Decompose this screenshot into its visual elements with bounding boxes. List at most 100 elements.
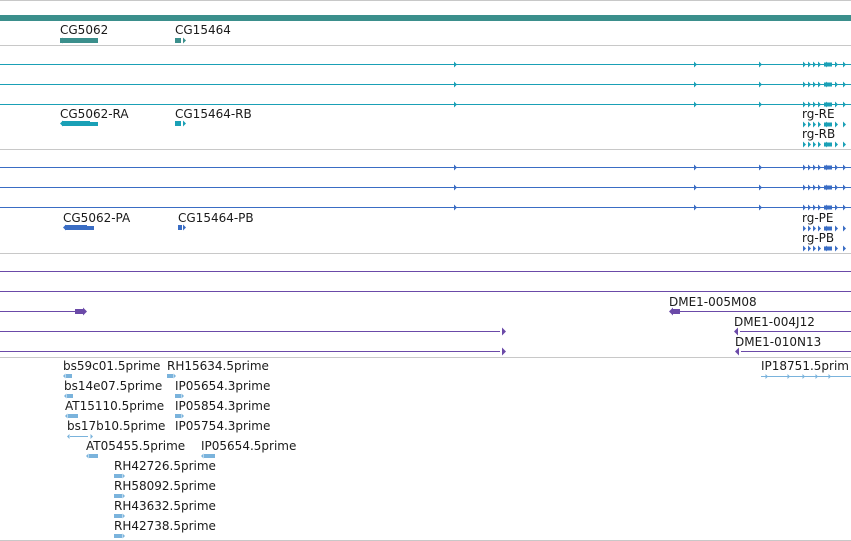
exon-arrow	[759, 101, 762, 108]
est-label[interactable]: RH42726.5prime	[114, 459, 216, 473]
transcript-glyph	[835, 141, 838, 148]
est-glyph	[828, 374, 831, 379]
transcript-glyph	[808, 141, 811, 148]
est-glyph	[765, 374, 768, 379]
clone-end-arrow	[734, 327, 738, 336]
est-glyph	[122, 533, 125, 539]
exon-arrow	[824, 102, 832, 107]
exon-arrow	[454, 204, 457, 211]
protein-glyph	[835, 225, 838, 232]
est-label[interactable]: IP05754.3prime	[175, 419, 271, 433]
transcript-glyph	[803, 121, 806, 128]
clone-label[interactable]: DME1-005M08	[669, 295, 757, 309]
gene-label[interactable]: CG15464	[175, 23, 231, 37]
clone-label[interactable]: DME1-010N13	[735, 335, 822, 349]
exon-arrow	[813, 61, 816, 68]
est-glyph	[122, 513, 125, 519]
exon-arrow	[808, 61, 811, 68]
transcript-glyph	[813, 141, 816, 148]
exon-arrow	[835, 184, 838, 191]
exon-arrow	[694, 204, 697, 211]
transcript-glyph	[843, 141, 846, 148]
est-glyph	[86, 453, 89, 459]
est-label[interactable]: AT15110.5prime	[65, 399, 165, 413]
exon-arrow	[818, 164, 821, 171]
exon-arrow	[813, 101, 816, 108]
est-label[interactable]: RH15634.5prime	[167, 359, 269, 373]
exon-arrow	[694, 184, 697, 191]
est-glyph	[64, 393, 67, 399]
protein-glyph	[63, 224, 66, 231]
exon-arrow	[759, 184, 762, 191]
exon-arrow	[818, 101, 821, 108]
protein-glyph	[813, 225, 816, 232]
protein-glyph	[818, 225, 821, 232]
est-label[interactable]: IP05654.5prime	[201, 439, 297, 453]
exon-arrow	[843, 61, 846, 68]
est-label[interactable]: RH43632.5prime	[114, 499, 216, 513]
protein-label[interactable]: rg-PE	[802, 211, 834, 225]
exon-arrow	[759, 204, 762, 211]
exon-arrow	[454, 184, 457, 191]
exon-arrow	[835, 164, 838, 171]
exon-arrow	[818, 184, 821, 191]
est-glyph	[181, 393, 184, 399]
est-label[interactable]: bs59c01.5prime	[63, 359, 161, 373]
transcript-glyph	[824, 122, 832, 127]
protein-glyph	[87, 226, 94, 230]
est-label[interactable]: RH58092.5prime	[114, 479, 216, 493]
exon-arrow	[824, 62, 832, 67]
clone-end-arrow	[75, 309, 83, 314]
exon-arrow	[813, 184, 816, 191]
protein-glyph	[835, 245, 838, 252]
est-glyph	[114, 534, 122, 538]
exon-arrow	[835, 61, 838, 68]
est-glyph	[175, 414, 181, 418]
exon-arrow	[818, 81, 821, 88]
est-label[interactable]: bs17b10.5prime	[67, 419, 166, 433]
exon-arrow	[843, 101, 846, 108]
clone-end-arrow	[83, 307, 87, 316]
est-label[interactable]: AT05455.5prime	[86, 439, 186, 453]
protein-glyph	[824, 226, 832, 231]
protein-label[interactable]: CG15464-PB	[178, 211, 254, 225]
est-label[interactable]: IP05854.3prime	[175, 399, 271, 413]
est-label[interactable]: IP05654.3prime	[175, 379, 271, 393]
est-glyph	[114, 494, 122, 498]
est-label[interactable]: IP18751.5prim	[761, 359, 849, 373]
exon-arrow	[843, 164, 846, 171]
transcript-label[interactable]: CG15464-RB	[175, 107, 252, 121]
protein-glyph	[808, 245, 811, 252]
est-label[interactable]: RH42738.5prime	[114, 519, 216, 533]
clone-label[interactable]: DME1-004J12	[734, 315, 815, 329]
clone-end-arrow	[672, 309, 680, 314]
est-glyph	[66, 374, 72, 378]
protein-label[interactable]: rg-PB	[802, 231, 835, 245]
exon-arrow	[843, 204, 846, 211]
transcript-glyph	[62, 121, 90, 126]
exon-arrow	[808, 164, 811, 171]
gene-label[interactable]: CG5062	[60, 23, 109, 37]
exon-arrow	[824, 205, 832, 210]
est-glyph	[114, 514, 122, 518]
transcript-label[interactable]: rg-RB	[802, 127, 836, 141]
protein-label[interactable]: CG5062-PA	[63, 211, 131, 225]
est-glyph	[175, 394, 181, 398]
protein-glyph	[824, 246, 832, 251]
protein-glyph	[803, 245, 806, 252]
protein-glyph	[178, 225, 182, 230]
transcript-glyph	[818, 121, 821, 128]
transcript-label[interactable]: CG5062-RA	[60, 107, 129, 121]
protein-glyph	[808, 225, 811, 232]
exon-arrow	[824, 82, 832, 87]
protein-glyph	[183, 224, 186, 231]
est-glyph	[201, 453, 204, 459]
clone-end-arrow	[735, 347, 739, 356]
exon-arrow	[808, 101, 811, 108]
transcript-glyph	[818, 141, 821, 148]
est-label[interactable]: bs14e07.5prime	[64, 379, 163, 393]
est-glyph	[787, 374, 790, 379]
exon-arrow	[813, 164, 816, 171]
protein-glyph	[65, 225, 87, 230]
transcript-label[interactable]: rg-RE	[802, 107, 835, 121]
